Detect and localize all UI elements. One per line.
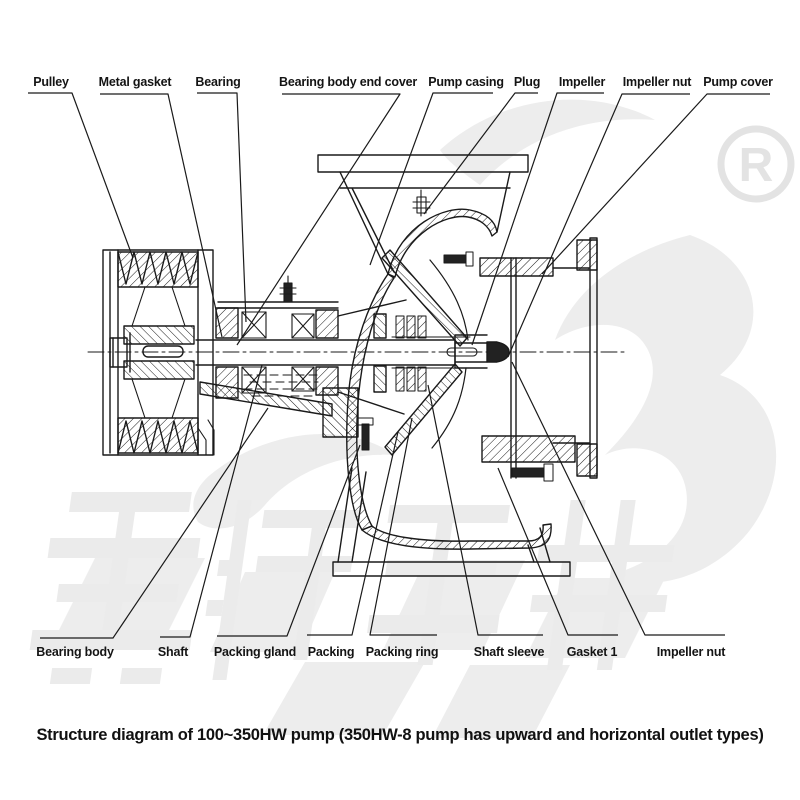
base-part	[332, 467, 571, 577]
watermark-swoosh-right	[555, 235, 777, 583]
label-packing-gland: Packing gland	[213, 645, 297, 659]
leader-shaft-sleeve	[427, 384, 543, 636]
label-bearing: Bearing	[195, 75, 241, 89]
pump-casing-part	[346, 189, 552, 550]
leader-pump-cover	[541, 93, 770, 275]
leader-packing-ring	[369, 417, 437, 636]
registered-trademark-icon: R	[717, 125, 795, 203]
label-gasket-1: Gasket 1	[566, 645, 618, 659]
cover-bolt-bottom	[511, 463, 554, 482]
label-pump-cover: Pump cover	[703, 75, 773, 89]
leader-pulley	[28, 92, 134, 259]
leader-bearing-body	[40, 407, 269, 639]
leader-lines	[28, 92, 770, 639]
label-impeller: Impeller	[558, 75, 606, 89]
gland-bolt	[357, 417, 374, 451]
pump-drawing	[87, 154, 626, 577]
figure-caption: Structure diagram of 100~350HW pump (350…	[36, 726, 764, 744]
label-metal-gasket: Metal gasket	[98, 75, 172, 89]
plug-part	[412, 189, 431, 217]
label-pulley: Pulley	[33, 75, 69, 89]
shaft-part	[195, 339, 510, 366]
leader-metal-gasket	[100, 93, 223, 338]
bearing-body-part	[197, 275, 339, 456]
leader-plug	[423, 92, 538, 215]
pump-cover-part	[443, 251, 576, 482]
label-pump-casing: Pump casing	[428, 75, 504, 89]
discharge-flange-part	[317, 154, 529, 275]
watermark-cjk-shapes	[29, 492, 675, 684]
suction-flange-part	[552, 237, 598, 479]
label-packing-ring: Packing ring	[365, 645, 439, 659]
leader-shaft	[160, 364, 263, 638]
leader-impeller	[471, 92, 604, 346]
cover-bolt-top	[443, 251, 474, 267]
label-impeller-nut-bottom: Impeller nut	[656, 645, 726, 659]
oil-level-dashes	[243, 374, 323, 397]
label-shaft-sleeve: Shaft sleeve	[473, 645, 545, 659]
leader-impeller-nut-bottom	[511, 361, 725, 636]
watermark-chevrons	[53, 558, 665, 738]
label-packing: Packing	[307, 645, 355, 659]
leader-pump-casing	[369, 92, 493, 266]
leader-packing-gland	[217, 444, 361, 637]
watermark-layer: R	[29, 99, 795, 738]
label-plug: Plug	[513, 75, 541, 89]
leader-packing	[307, 431, 399, 636]
label-shaft: Shaft	[157, 645, 189, 659]
label-impeller-nut-top: Impeller nut	[622, 75, 692, 89]
grease-bolt	[279, 275, 297, 303]
label-bearing-body: Bearing body	[36, 645, 114, 659]
impeller-nut-part	[486, 341, 510, 363]
leader-bearing-body-end-cover	[236, 93, 401, 346]
label-bearing-body-end-cover: Bearing body end cover	[279, 75, 417, 89]
svg-text:R: R	[739, 139, 774, 192]
pulley-part	[102, 249, 214, 456]
leader-bearing	[197, 92, 247, 323]
leader-gasket-1	[497, 467, 618, 636]
